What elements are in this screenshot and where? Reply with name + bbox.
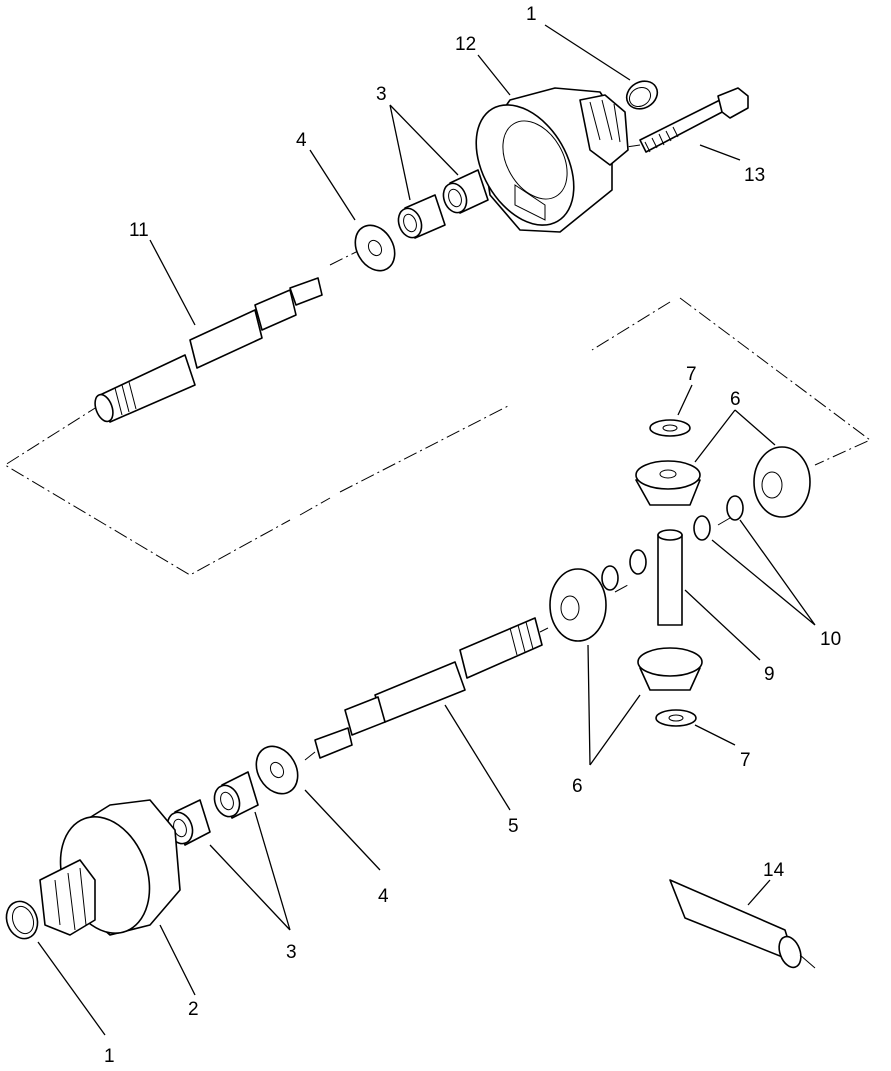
part-6-bevel-gear-left — [549, 568, 607, 642]
callout-7-bottom: 7 — [740, 750, 751, 771]
part-3-bearings-bottom — [166, 771, 259, 846]
callout-10: 10 — [820, 629, 841, 650]
part-4-washer-bottom — [255, 745, 299, 795]
callout-1-top: 1 — [526, 4, 537, 25]
part-7-washer-top — [649, 419, 691, 437]
part-11-shaft — [94, 277, 323, 423]
part-4-washer-top — [354, 224, 396, 272]
callout-3-top: 3 — [376, 84, 387, 105]
part-3-bearings-top — [397, 169, 489, 239]
callout-14: 14 — [763, 860, 785, 881]
callout-4-top: 4 — [296, 130, 307, 151]
part-13-bolt — [639, 87, 749, 153]
callout-7-top: 7 — [686, 364, 697, 385]
part-12-housing — [475, 87, 629, 233]
leader-lines — [37, 24, 816, 1036]
part-6-bevel-gear-right — [753, 446, 811, 518]
part-6-bevel-gear-top — [635, 460, 701, 506]
part-6-bevel-gear-bottom — [637, 647, 703, 691]
axis-line-lower — [304, 517, 731, 761]
assembly-boundary-line — [4, 297, 871, 576]
part-9-pin — [657, 529, 683, 626]
callout-5: 5 — [508, 816, 519, 837]
callout-1-bottom: 1 — [104, 1046, 115, 1067]
part-7-washer-bottom — [655, 709, 697, 727]
callout-3-bottom: 3 — [286, 942, 297, 963]
part-1-ring-top — [625, 80, 659, 110]
part-5-shaft — [314, 617, 543, 759]
part-1-ring-bottom — [5, 900, 39, 940]
callout-9: 9 — [764, 664, 775, 685]
callout-13: 13 — [744, 165, 765, 186]
callout-6-top: 6 — [730, 389, 741, 410]
callout-11: 11 — [129, 220, 149, 241]
part-14-tool — [669, 879, 816, 969]
part-10-rings — [601, 495, 744, 591]
part-2-housing — [39, 799, 181, 936]
callout-12: 12 — [455, 34, 476, 55]
callout-4-bottom: 4 — [378, 886, 389, 907]
callout-2: 2 — [188, 999, 199, 1020]
callout-6-bottom: 6 — [572, 776, 583, 797]
